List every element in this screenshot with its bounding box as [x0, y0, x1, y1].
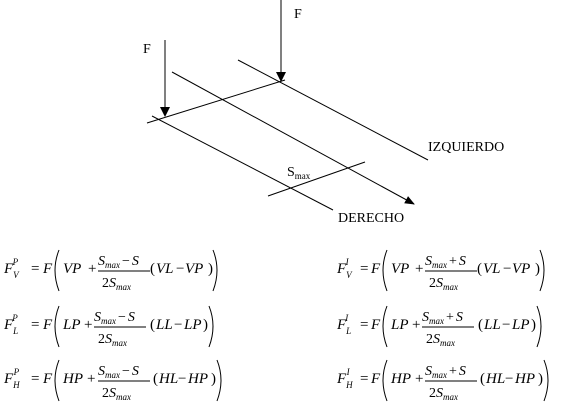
equation-fv-p: FVP = F VP + Smax−S 2Smax ( VL − VP )	[3, 249, 218, 292]
force-arrow-right-head	[276, 72, 286, 82]
svg-text:LL: LL	[483, 317, 501, 333]
svg-text:FHP: FHP	[3, 367, 20, 390]
svg-text:LP: LP	[390, 317, 409, 333]
svg-text:+: +	[412, 317, 420, 333]
svg-text:VP: VP	[512, 261, 530, 277]
svg-text:Smax−S: Smax−S	[98, 364, 139, 380]
svg-text:FLI: FLI	[336, 313, 351, 336]
svg-text:−: −	[502, 317, 510, 333]
svg-text:(: (	[150, 261, 155, 277]
svg-text:(: (	[153, 371, 158, 387]
svg-text:=: =	[31, 261, 39, 277]
svg-text:FVI: FVI	[336, 257, 353, 280]
svg-text:−: −	[503, 261, 511, 277]
left-wheel-line	[151, 115, 334, 211]
force-label-right: F	[294, 7, 302, 22]
force-arrow-left-head	[160, 107, 170, 117]
force-label-left: F	[143, 42, 151, 57]
svg-text:VL: VL	[483, 261, 501, 277]
svg-text:+: +	[415, 371, 423, 387]
equation-fh-p: FHP = F HP + Smax−S 2Smax ( HL − HP )	[3, 359, 222, 402]
center-direction-line	[171, 71, 415, 205]
svg-text:=: =	[360, 317, 368, 333]
svg-text:F: F	[370, 371, 381, 387]
svg-text:F: F	[42, 317, 53, 333]
svg-text:Smax+S: Smax+S	[422, 310, 463, 326]
svg-text:F: F	[370, 317, 381, 333]
svg-text:): )	[208, 261, 213, 277]
svg-text:(: (	[478, 317, 483, 333]
svg-text:): )	[203, 317, 208, 333]
front-axle-line	[146, 79, 286, 124]
svg-text:+: +	[415, 261, 423, 277]
svg-text:(: (	[150, 317, 155, 333]
svg-text:(: (	[480, 371, 485, 387]
equation-fl-i: FLI = F LP + Smax+S 2Smax ( LL − LP )	[336, 305, 542, 348]
svg-text:VP: VP	[63, 261, 81, 277]
svg-text:Smax−S: Smax−S	[94, 310, 135, 326]
svg-text:LP: LP	[511, 317, 530, 333]
svg-text:F: F	[42, 371, 53, 387]
equation-fl-p: FLP = F LP + Smax−S 2Smax ( LL − LP )	[3, 305, 214, 348]
right-wheel-line	[237, 59, 429, 161]
svg-text:FLP: FLP	[3, 313, 18, 336]
svg-text:): )	[531, 317, 536, 333]
svg-text:HP: HP	[514, 371, 535, 387]
izquierdo-label: IZQUIERDO	[428, 140, 504, 155]
svg-text:LL: LL	[155, 317, 173, 333]
svg-text:+: +	[88, 261, 96, 277]
svg-text:HP: HP	[390, 371, 411, 387]
svg-text:HP: HP	[62, 371, 83, 387]
svg-text:VP: VP	[391, 261, 409, 277]
svg-text:FHI: FHI	[336, 367, 353, 390]
svg-text:Smax−S: Smax−S	[98, 254, 139, 270]
svg-text:−: −	[178, 371, 186, 387]
svg-text:2Smax: 2Smax	[429, 276, 458, 292]
svg-text:HL: HL	[158, 371, 178, 387]
svg-text:−: −	[176, 261, 184, 277]
svg-text:(: (	[477, 261, 482, 277]
svg-text:−: −	[174, 317, 182, 333]
svg-text:2Smax: 2Smax	[426, 332, 455, 348]
svg-text:): )	[535, 261, 540, 277]
svg-text:HP: HP	[187, 371, 208, 387]
smax-label: Smax	[287, 165, 311, 181]
svg-text:−: −	[505, 371, 513, 387]
svg-text:FVP: FVP	[3, 257, 20, 280]
equation-fv-i: FVI = F VP + Smax+S 2Smax ( VL − VP )	[336, 249, 545, 292]
svg-text:F: F	[42, 261, 53, 277]
svg-text:VL: VL	[156, 261, 174, 277]
derecho-label: DERECHO	[338, 211, 404, 226]
smax-offset-line	[267, 161, 366, 197]
svg-text:HL: HL	[485, 371, 505, 387]
svg-text:2Smax: 2Smax	[98, 332, 127, 348]
svg-text:2Smax: 2Smax	[429, 386, 458, 402]
svg-text:=: =	[360, 371, 368, 387]
svg-text:+: +	[87, 371, 95, 387]
svg-text:=: =	[31, 371, 39, 387]
svg-text:VP: VP	[185, 261, 203, 277]
svg-text:): )	[211, 371, 216, 387]
svg-text:2Smax: 2Smax	[102, 386, 131, 402]
svg-text:LP: LP	[62, 317, 81, 333]
svg-text:=: =	[31, 317, 39, 333]
svg-text:F: F	[370, 261, 381, 277]
svg-text:Smax+S: Smax+S	[425, 364, 466, 380]
svg-text:): )	[538, 371, 543, 387]
equation-fh-i: FHI = F HP + Smax+S 2Smax ( HL − HP )	[336, 359, 549, 402]
svg-text:=: =	[360, 261, 368, 277]
svg-text:+: +	[84, 317, 92, 333]
svg-text:LP: LP	[183, 317, 202, 333]
svg-text:2Smax: 2Smax	[102, 276, 131, 292]
svg-text:Smax+S: Smax+S	[425, 254, 466, 270]
